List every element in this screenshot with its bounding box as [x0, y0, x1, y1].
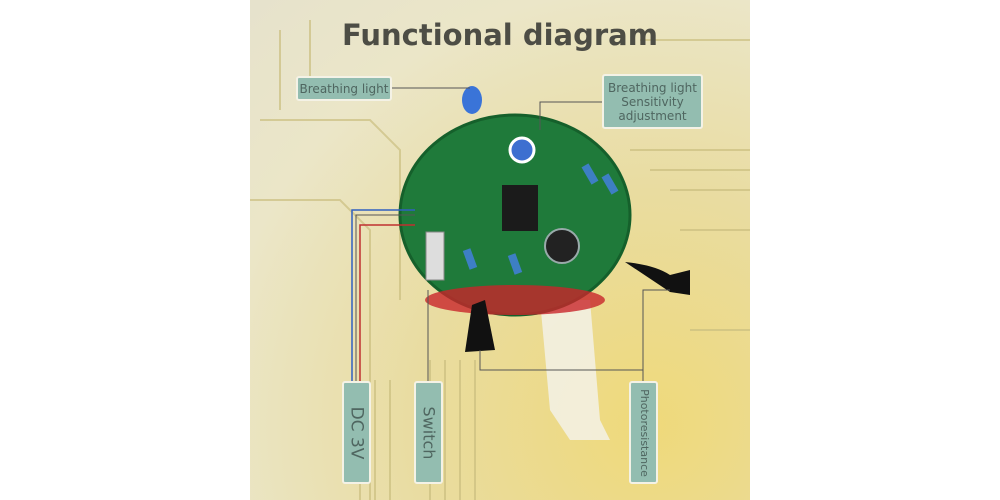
- label-text: Switch: [419, 406, 439, 459]
- blue-led: [462, 86, 482, 114]
- switch-component: [425, 231, 445, 281]
- label-breathing-light: Breathing light: [296, 76, 392, 101]
- ic-chip: [502, 185, 538, 231]
- label-sensitivity-adjustment: Breathing light Sensitivity adjustment: [602, 74, 703, 129]
- label-text: DC 3V: [346, 406, 367, 459]
- capacitor: [544, 228, 580, 264]
- photoresistor-right: [625, 262, 690, 295]
- potentiometer: [508, 136, 536, 164]
- page-title: Functional diagram: [342, 18, 658, 52]
- label-text: Breathing light Sensitivity adjustment: [608, 80, 697, 123]
- resistors: [462, 163, 619, 275]
- label-switch: Switch: [414, 381, 443, 484]
- label-text: Photoresistance: [637, 388, 651, 477]
- label-photoresistance: Photoresistance: [629, 381, 658, 484]
- photoresistor-left: [465, 300, 495, 352]
- leader-lines: [355, 87, 670, 384]
- board-illustration: [250, 20, 750, 500]
- label-text: Breathing light: [299, 81, 389, 96]
- label-dc-3v: DC 3V: [342, 381, 371, 484]
